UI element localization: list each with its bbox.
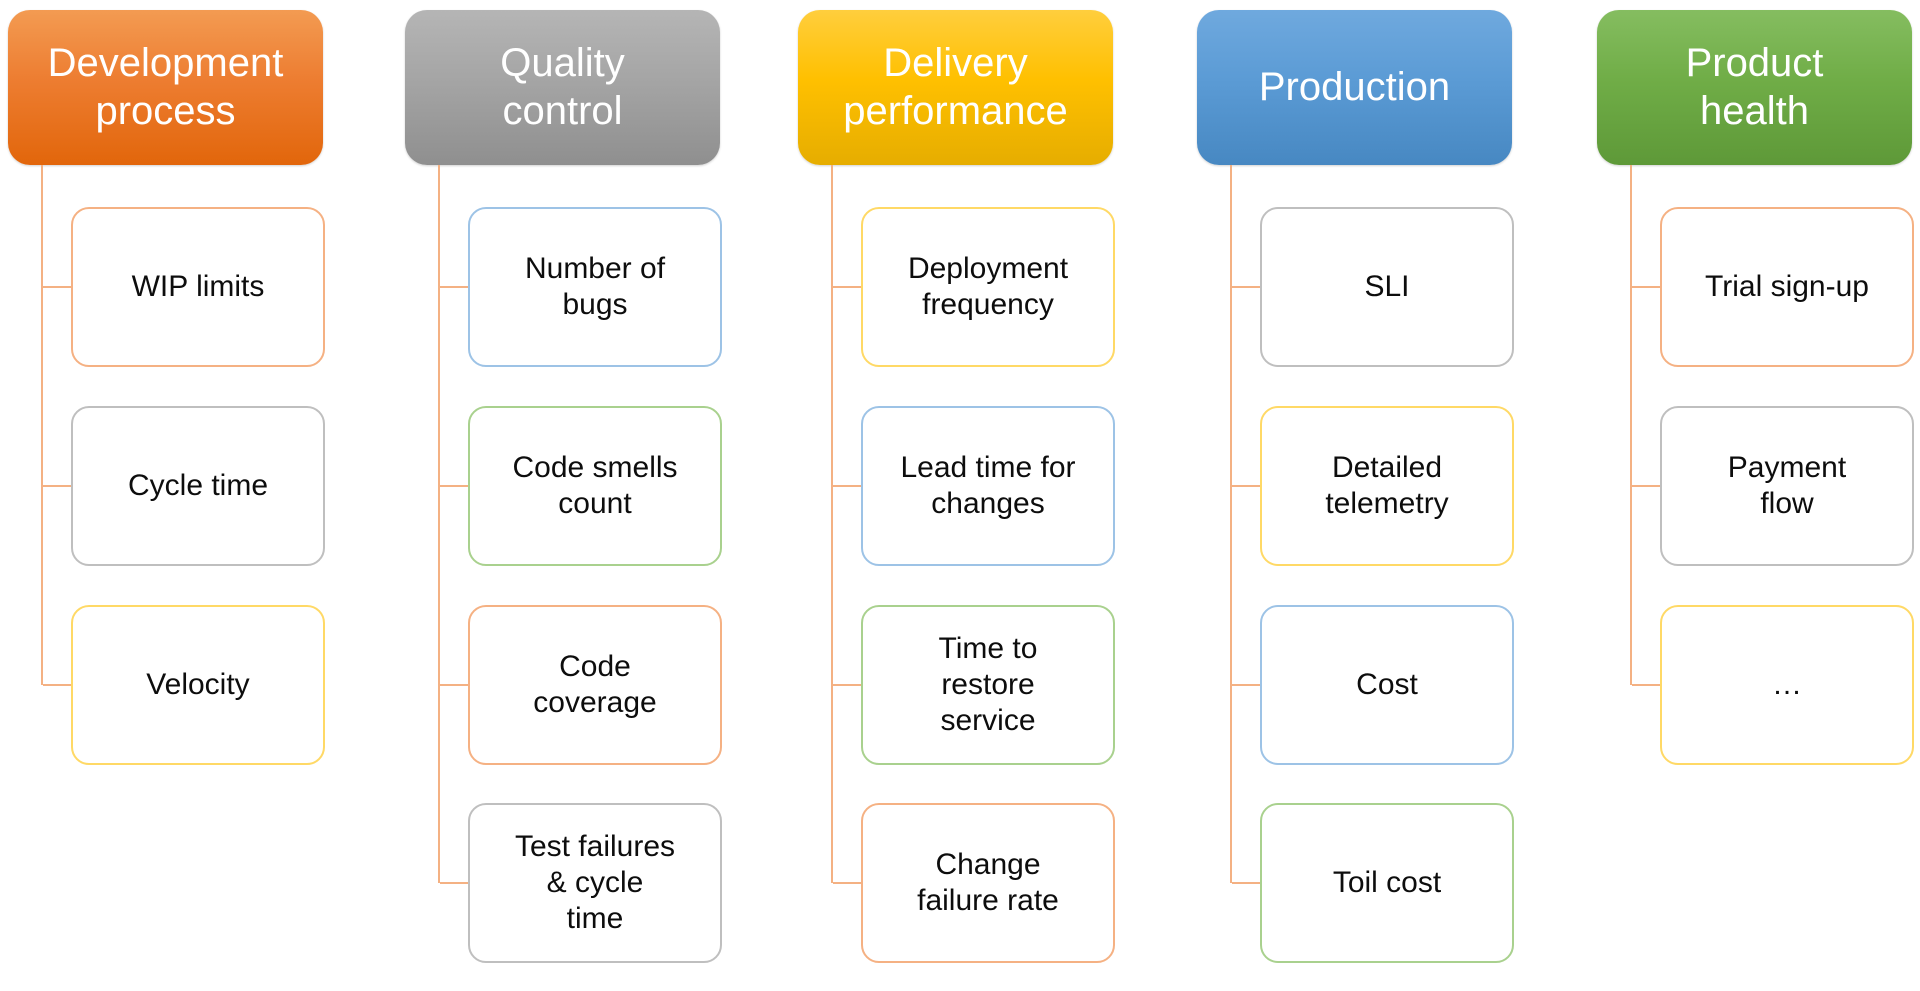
connector-stub: [833, 882, 861, 884]
column-development-process: Development process WIP limits Cycle tim…: [8, 0, 328, 991]
node-sli: SLI: [1260, 207, 1514, 367]
node-label: Lead time for changes: [900, 451, 1076, 520]
node-trial-sign-up: Trial sign-up: [1660, 207, 1914, 367]
node-label: Toil cost: [1332, 866, 1442, 899]
connector-trunk: [1630, 165, 1632, 685]
node-label: Velocity: [146, 668, 250, 701]
connector-stub: [43, 684, 71, 686]
connector-stub: [43, 485, 71, 487]
connector-trunk: [831, 165, 833, 883]
connector-stub: [1632, 684, 1660, 686]
connector-stub: [833, 286, 861, 288]
node-test-failures-cycle-time: Test failures & cycle time: [468, 803, 722, 963]
connector-stub: [1632, 286, 1660, 288]
connector-stub: [1232, 286, 1260, 288]
node-number-of-bugs: Number of bugs: [468, 207, 722, 367]
column-product-health: Product health Trial sign-up Payment flo…: [1597, 0, 1917, 991]
node-label: Code coverage: [533, 650, 657, 719]
connector-trunk: [438, 165, 440, 883]
node-label: Test failures & cycle time: [514, 830, 676, 935]
connector-stub: [833, 485, 861, 487]
node-label: Number of bugs: [524, 252, 666, 321]
node-label: Time to restore service: [938, 632, 1038, 737]
node-lead-time-for-changes: Lead time for changes: [861, 406, 1115, 566]
header-production: Production: [1197, 10, 1512, 165]
node-label: Cycle time: [127, 469, 269, 502]
node-label: …: [1772, 668, 1802, 701]
column-production: Production SLI Detailed telemetry Cost T…: [1197, 0, 1517, 991]
header-product-health: Product health: [1597, 10, 1912, 165]
connector-stub: [440, 485, 468, 487]
node-ellipsis: …: [1660, 605, 1914, 765]
node-toil-cost: Toil cost: [1260, 803, 1514, 963]
connector-stub: [440, 882, 468, 884]
connector-trunk: [1230, 165, 1232, 883]
node-code-smells-count: Code smells count: [468, 406, 722, 566]
connector-trunk: [41, 165, 43, 685]
connector-stub: [1232, 882, 1260, 884]
connector-stub: [833, 684, 861, 686]
connector-stub: [43, 286, 71, 288]
node-cycle-time: Cycle time: [71, 406, 325, 566]
node-label: WIP limits: [131, 270, 265, 303]
column-quality-control: Quality control Number of bugs Code smel…: [405, 0, 725, 991]
header-development-process: Development process: [8, 10, 323, 165]
header-quality-control: Quality control: [405, 10, 720, 165]
node-deployment-frequency: Deployment frequency: [861, 207, 1115, 367]
header-delivery-performance: Delivery performance: [798, 10, 1113, 165]
node-label: Trial sign-up: [1705, 270, 1869, 303]
node-label: Deployment frequency: [907, 252, 1069, 321]
node-detailed-telemetry: Detailed telemetry: [1260, 406, 1514, 566]
node-label: Code smells count: [512, 451, 678, 520]
node-label: Payment flow: [1727, 451, 1847, 520]
node-payment-flow: Payment flow: [1660, 406, 1914, 566]
node-label: Change failure rate: [917, 848, 1059, 917]
node-time-to-restore-service: Time to restore service: [861, 605, 1115, 765]
node-change-failure-rate: Change failure rate: [861, 803, 1115, 963]
column-delivery-performance: Delivery performance Deployment frequenc…: [798, 0, 1118, 991]
connector-stub: [1232, 684, 1260, 686]
connector-stub: [440, 684, 468, 686]
node-wip-limits: WIP limits: [71, 207, 325, 367]
node-code-coverage: Code coverage: [468, 605, 722, 765]
node-cost: Cost: [1260, 605, 1514, 765]
node-velocity: Velocity: [71, 605, 325, 765]
node-label: Detailed telemetry: [1325, 451, 1449, 520]
connector-stub: [1632, 485, 1660, 487]
connector-stub: [1232, 485, 1260, 487]
node-label: SLI: [1364, 270, 1410, 303]
node-label: Cost: [1356, 668, 1418, 701]
connector-stub: [440, 286, 468, 288]
